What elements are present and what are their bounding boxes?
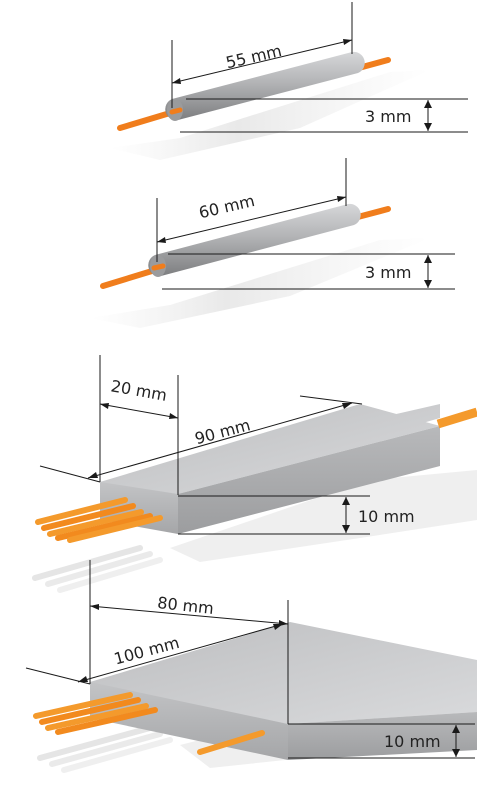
package-4-box: 80 mm 100 mm 10 mm — [25, 560, 477, 773]
package-1-length-label: 55 mm — [224, 41, 283, 72]
package-4-fiber-rear — [197, 730, 265, 755]
package-4-height-label: 10 mm — [384, 732, 441, 751]
package-4-width-label: 80 mm — [156, 593, 214, 618]
package-3-fiber-bundle — [35, 497, 163, 543]
package-4-fiber-bundle — [33, 692, 158, 735]
package-4-width-arrow-left — [90, 604, 99, 610]
package-3-extension-near — [39, 465, 101, 483]
package-3-width-arrow-left — [100, 403, 109, 409]
package-4-height-arrow-bottom — [452, 749, 460, 757]
package-3-shadow — [32, 470, 477, 593]
package-4-length-line — [77, 623, 284, 683]
package-2-height-arrow-top — [424, 255, 432, 263]
package-2-cylinder: 60 mm 3 mm — [90, 158, 455, 328]
package-2-fiber-core — [151, 263, 166, 271]
package-1-diameter-label: 3 mm — [365, 107, 411, 126]
package-3-length-arrow-right — [342, 403, 352, 409]
package-3-width-label: 20 mm — [109, 376, 168, 405]
package-3-fiber-right — [436, 407, 477, 429]
package-1-fiber-left — [117, 110, 173, 131]
package-4-height-arrow-top — [452, 725, 460, 733]
package-2-fiber-left — [100, 268, 155, 289]
package-3-top-face-main — [100, 404, 440, 494]
package-4-length-arrow-left — [78, 676, 88, 682]
package-2-shadow — [90, 238, 430, 328]
package-1-cylinder: 55 mm 3 mm — [110, 2, 468, 160]
package-3-height-label: 10 mm — [358, 507, 415, 526]
package-3-side-face — [178, 426, 440, 534]
package-3-length-arrow-left — [88, 472, 98, 478]
package-2-height-arrow-bottom — [424, 280, 432, 288]
package-1-body — [165, 51, 365, 121]
package-1-height-arrow-bottom — [424, 123, 432, 131]
package-3-length-line — [87, 402, 353, 479]
package-3-width-line — [99, 403, 179, 419]
package-1-arrow-right — [343, 39, 352, 45]
package-2-arrow-left — [157, 237, 166, 243]
package-1-fiber-core — [169, 107, 183, 115]
package-2-arrow-right — [337, 196, 346, 202]
package-3-height-arrow-top — [342, 497, 350, 505]
package-3-width-arrow-right — [169, 413, 178, 419]
package-2-length-line — [156, 196, 347, 243]
package-1-arrow-left — [172, 78, 181, 84]
package-1-shadow — [110, 70, 430, 160]
package-4-top-face — [90, 622, 477, 724]
package-2-diameter-label: 3 mm — [365, 263, 411, 282]
package-4-length-arrow-right — [273, 624, 283, 630]
package-2-length-label: 60 mm — [197, 191, 256, 222]
package-3-height-arrow-bottom — [342, 525, 350, 533]
package-3-extension-far — [299, 395, 363, 405]
package-2-body — [148, 203, 361, 277]
package-4-width-line — [89, 605, 289, 625]
package-3-box: 20 mm 90 mm 10 mm — [32, 355, 477, 593]
package-1-length-line — [171, 39, 353, 84]
package-1-height-arrow-top — [424, 100, 432, 108]
